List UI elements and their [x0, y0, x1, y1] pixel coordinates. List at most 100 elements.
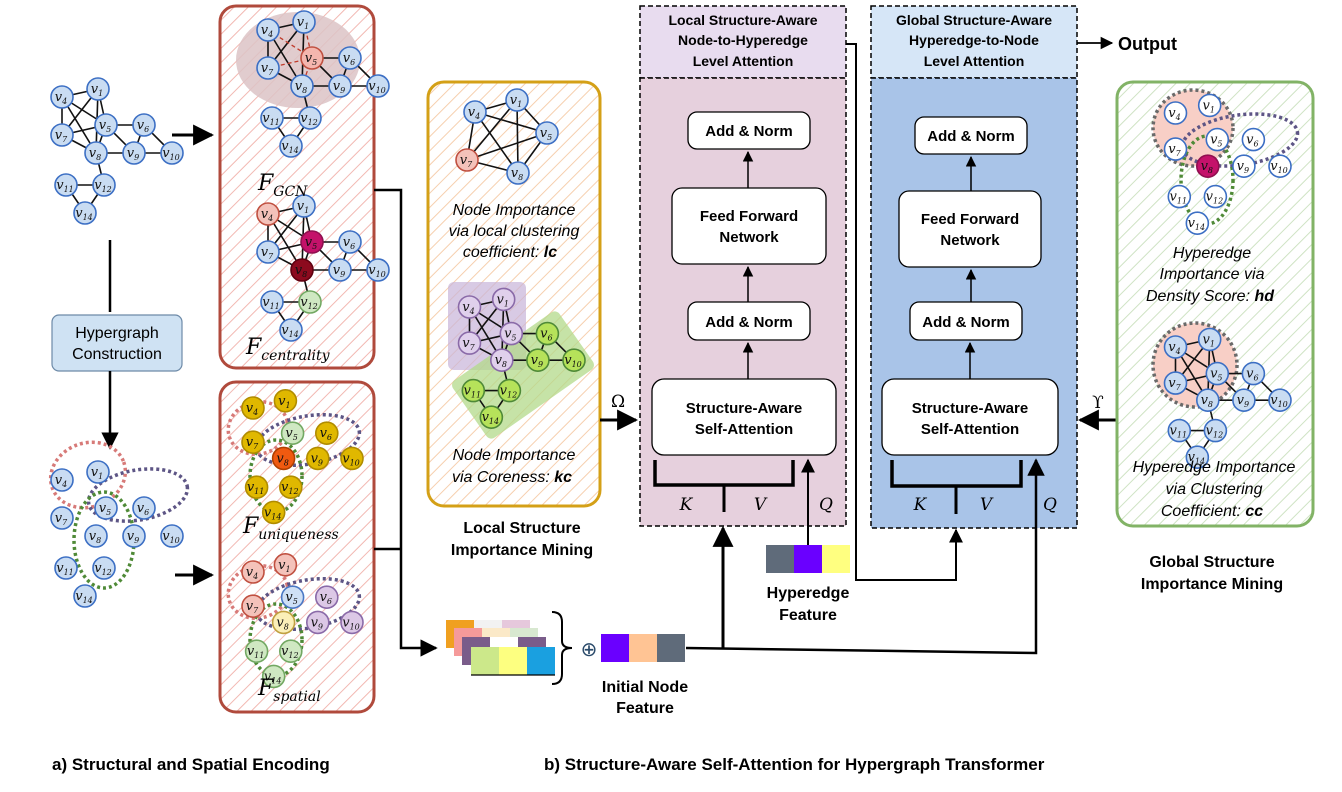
graph-node	[338, 46, 362, 70]
connector-local-to-global	[846, 43, 963, 581]
graph-node	[338, 230, 362, 254]
initial-node-feature-label-2: Feature	[616, 700, 674, 717]
local-add-norm-top	[687, 111, 811, 150]
stack-brace	[551, 611, 573, 685]
global-v-label: V	[980, 495, 994, 515]
global-k-label: K	[913, 495, 928, 515]
graph-node	[1185, 445, 1210, 470]
cc-caption-2: via Clustering	[1166, 481, 1263, 498]
cc-caption: Hyperedge Importance via Clustering Coef…	[1133, 459, 1296, 520]
graph-node	[160, 141, 184, 165]
graph-node	[1163, 137, 1188, 161]
graph-node	[50, 506, 74, 530]
graph-node	[328, 74, 352, 98]
hd-caption-1: Hyperedge	[1173, 245, 1251, 262]
graph-node	[366, 258, 390, 282]
local-ffn-label-2: Network	[719, 229, 779, 246]
graph-node	[94, 496, 118, 520]
graph-node	[241, 560, 265, 584]
graph-node	[73, 584, 97, 608]
f-spatial-label: Fspatial	[257, 676, 321, 705]
hyperedge-feature-label-1: Hyperedge	[767, 585, 850, 602]
graph-node	[300, 230, 324, 254]
graph-node	[455, 148, 479, 172]
graph-node	[562, 348, 586, 373]
local-sa-label-1: Structure-Aware	[686, 400, 802, 417]
graph-node	[328, 258, 352, 282]
graph-node	[94, 113, 118, 137]
cc-caption-1: Hyperedge Importance	[1133, 459, 1296, 476]
graph-node	[278, 639, 303, 664]
graph-node	[497, 378, 522, 403]
graph-node	[92, 173, 116, 197]
graph-node	[300, 46, 324, 70]
global-ffn-box	[898, 190, 1042, 268]
graph-node	[292, 194, 316, 218]
omega-symbol: Ω	[611, 392, 625, 412]
global-ffn-label-1: Feed Forward	[921, 211, 1019, 228]
graph-node	[292, 10, 316, 34]
graph-node	[278, 475, 303, 500]
graph-node	[489, 348, 514, 373]
lc-caption: Node Importance via local clustering coe…	[449, 202, 580, 261]
graph-node	[1205, 361, 1230, 386]
graph-edge	[466, 99, 518, 161]
graph-node	[86, 77, 110, 101]
initial-feature-cell	[629, 634, 657, 662]
graph-node	[280, 585, 305, 610]
feature-cell	[527, 647, 555, 675]
graph-node	[505, 88, 529, 112]
graph-node	[241, 430, 265, 455]
graph-node	[366, 74, 390, 98]
local-attention-block: Local Structure-Aware Node-to-Hyperedge …	[639, 5, 847, 527]
global-attention-block: Global Structure-Aware Hyperedge-to-Node…	[870, 5, 1078, 529]
hyperedge-feature-cell	[822, 545, 850, 573]
graph-node	[271, 446, 296, 471]
graph-node	[271, 610, 296, 635]
hypergraph-construction-label-2: Construction	[72, 346, 162, 363]
f-uniqueness-label: Funiqueness	[242, 514, 339, 543]
hyperedge-feature-label-2: Feature	[779, 607, 837, 624]
graph-node	[305, 610, 330, 635]
graph-node	[256, 18, 280, 42]
global-sa-label-2: Self-Attention	[921, 421, 1019, 438]
graph-node	[463, 100, 487, 124]
graph-node	[535, 121, 559, 145]
local-add-norm-top-label: Add & Norm	[705, 123, 793, 140]
graph-node	[298, 106, 322, 130]
graph-node	[1196, 388, 1220, 413]
hyperedge-outline	[226, 563, 290, 621]
graph-node	[122, 524, 146, 548]
global-q-label: Q	[1043, 495, 1057, 515]
graph-node	[50, 123, 74, 147]
graph-edge	[474, 111, 548, 134]
initial-node-feature-label-1: Initial Node	[602, 679, 688, 696]
graph-node	[256, 56, 280, 80]
local-add-norm-bottom	[687, 301, 811, 341]
graph-node	[244, 639, 269, 664]
local-header-1: Local Structure-Aware	[668, 12, 817, 28]
lc-caption-line2: via local clustering	[449, 223, 580, 240]
graph-node	[1241, 127, 1266, 152]
output-label: Output	[1118, 34, 1177, 54]
initial-feature-cell	[601, 634, 629, 662]
graph-node	[1197, 327, 1222, 352]
initial-feature-line	[685, 458, 1045, 655]
graph-node	[279, 134, 303, 158]
graph-edge	[466, 132, 548, 161]
local-mining-title-1: Local Structure	[463, 520, 580, 537]
local-header-2: Node-to-Hyperedge	[678, 32, 808, 48]
hd-caption-2: Importance via	[1160, 266, 1265, 283]
global-add-norm-top	[914, 116, 1028, 155]
hyperedge-feature	[766, 545, 850, 573]
oplus-symbol: ⊕	[581, 639, 598, 661]
graph-node	[280, 421, 305, 446]
graph-node	[73, 201, 97, 225]
encoding-panel-bottom	[218, 380, 376, 714]
